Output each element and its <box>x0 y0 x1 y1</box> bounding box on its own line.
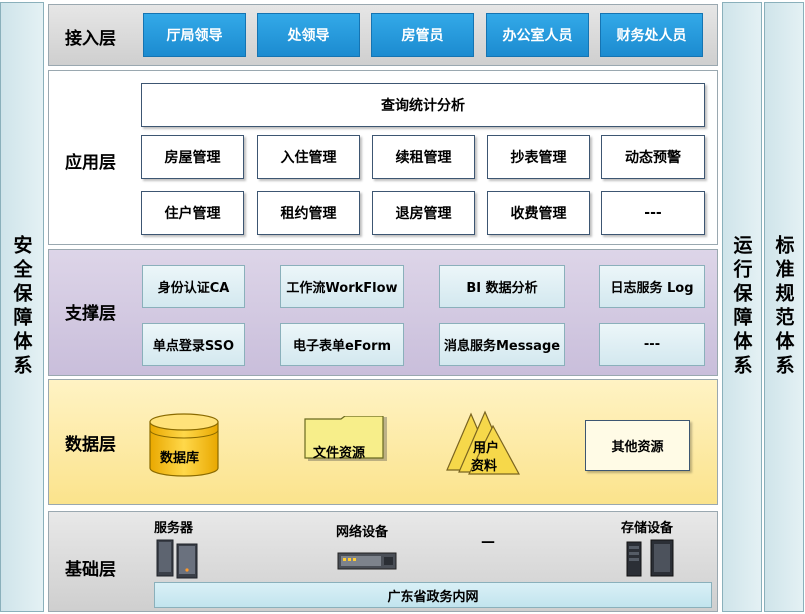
standards-system-label: 标准规范体系 <box>772 235 795 379</box>
storage-label: 存储设备 <box>621 521 674 536</box>
network-label: 网络设备 <box>336 525 389 540</box>
access-item: 处领导 <box>257 13 360 57</box>
security-system-label: 安全保障体系 <box>10 235 33 379</box>
app-module: 抄表管理 <box>487 135 590 179</box>
support-module: BI 数据分析 <box>439 265 565 308</box>
intranet-label: 广东省政务内网 <box>387 589 479 605</box>
app-module: 房屋管理 <box>141 135 244 179</box>
application-layer: 应用层 查询统计分析 房屋管理 入住管理 续租管理 抄表管理 动态预警 住户管理… <box>48 70 718 245</box>
support-layer: 支撑层 身份认证CA 工作流WorkFlow BI 数据分析 日志服务 Log … <box>48 249 718 376</box>
app-module: 退房管理 <box>372 191 475 235</box>
app-module: 入住管理 <box>257 135 360 179</box>
other-resources-box: 其他资源 <box>585 420 690 471</box>
support-layer-title: 支撑层 <box>65 304 116 324</box>
query-statistics-box: 查询统计分析 <box>141 83 705 127</box>
access-item: 厅局领导 <box>143 13 246 57</box>
database-label: 数据库 <box>160 451 200 466</box>
base-layer: 基础层 服务器 网络设备 — 存储设备 广东省政务内网 <box>48 511 718 612</box>
access-item: 办公室人员 <box>486 13 589 57</box>
file-resources-label: 文件资源 <box>313 446 366 461</box>
server-label: 服务器 <box>154 521 194 536</box>
user-data-label-2: 资料 <box>471 459 498 474</box>
access-item: 房管员 <box>371 13 474 57</box>
security-system-column: 安全保障体系 <box>0 2 44 612</box>
intranet-bar: 广东省政务内网 <box>154 582 712 608</box>
support-module: 身份认证CA <box>142 265 245 308</box>
app-module: 续租管理 <box>372 135 475 179</box>
support-module: 工作流WorkFlow <box>280 265 404 308</box>
app-module: 收费管理 <box>487 191 590 235</box>
operation-system-label: 运行保障体系 <box>730 235 753 379</box>
standards-system-column: 标准规范体系 <box>764 2 804 612</box>
access-layer: 接入层 厅局领导 处领导 房管员 办公室人员 财务处人员 <box>48 4 718 66</box>
user-data-icon <box>446 410 521 475</box>
operation-system-column: 运行保障体系 <box>722 2 762 612</box>
network-device-icon <box>337 552 397 570</box>
access-layer-title: 接入层 <box>65 29 116 49</box>
app-module: 租约管理 <box>257 191 360 235</box>
database-icon <box>149 413 219 477</box>
user-data-label-1: 用户 <box>473 441 500 456</box>
support-module: 电子表单eForm <box>280 323 404 366</box>
support-module: 单点登录SSO <box>142 323 245 366</box>
folder-icon <box>304 416 387 461</box>
storage-icon <box>626 539 674 577</box>
data-layer-title: 数据层 <box>65 435 116 455</box>
access-item: 财务处人员 <box>600 13 703 57</box>
data-layer: 数据层 数据库 文件资源 用户 资料 其他资源 <box>48 379 718 505</box>
base-layer-title: 基础层 <box>65 560 116 580</box>
app-module: --- <box>601 191 705 235</box>
server-icon <box>156 539 198 579</box>
application-layer-title: 应用层 <box>65 153 116 173</box>
support-module: 消息服务Message <box>439 323 565 366</box>
support-module: --- <box>599 323 705 366</box>
app-module: 动态预警 <box>601 135 705 179</box>
support-module: 日志服务 Log <box>599 265 705 308</box>
app-module: 住户管理 <box>141 191 244 235</box>
separator-dash: — <box>481 534 495 550</box>
